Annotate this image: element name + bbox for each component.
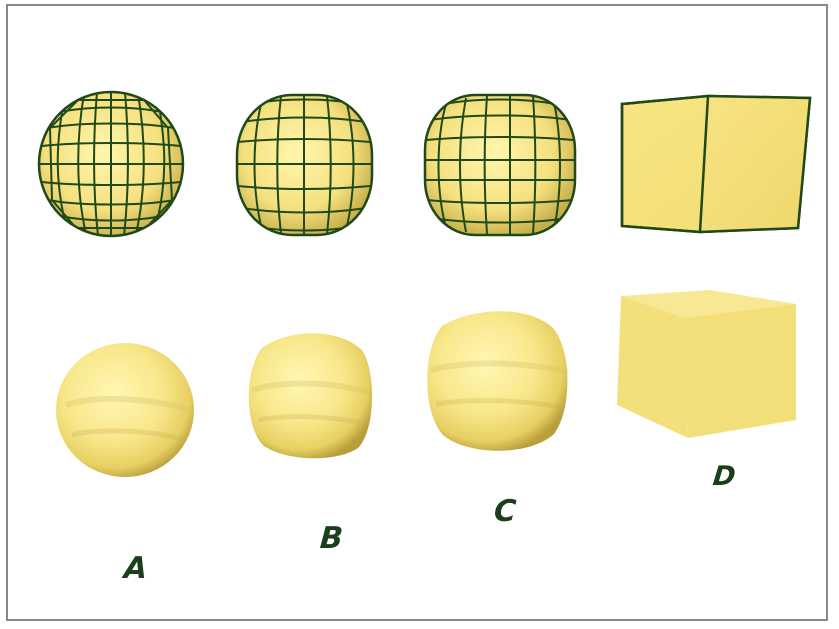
shaded-cube-d (617, 290, 796, 438)
wireframe-sphere-a (39, 92, 183, 236)
label-b: B (319, 524, 344, 554)
shaded-rounded-box-c (427, 311, 568, 451)
wireframe-rounded-box-c (425, 95, 575, 235)
shaded-rounded-box-b (249, 333, 372, 458)
label-d: D (712, 463, 737, 490)
label-a: A (123, 554, 148, 584)
wireframe-cube-d (622, 96, 810, 232)
wireframe-rounded-box-b (237, 95, 372, 235)
shaded-sphere-a (56, 343, 194, 477)
label-c: C (493, 497, 517, 527)
